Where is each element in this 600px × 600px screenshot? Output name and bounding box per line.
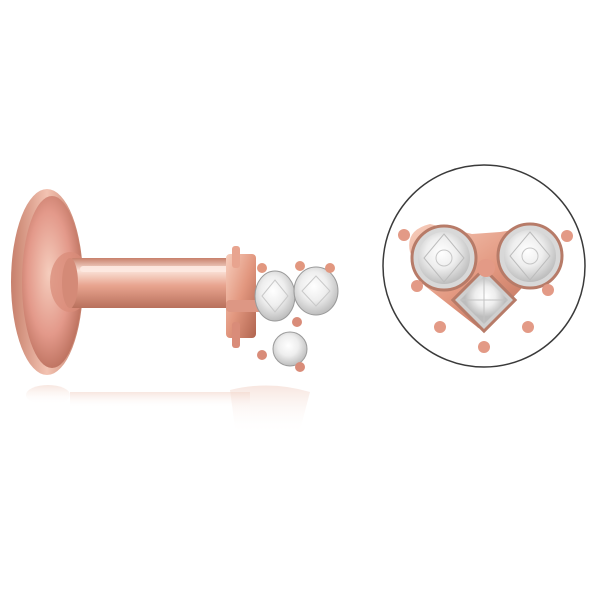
reflection <box>26 385 310 435</box>
gem-setting-side <box>226 246 266 348</box>
stone-cluster-side <box>254 261 339 372</box>
flat-back-disc <box>11 189 90 375</box>
bar-shaft <box>62 258 238 308</box>
magnified-detail-icon <box>382 164 586 368</box>
